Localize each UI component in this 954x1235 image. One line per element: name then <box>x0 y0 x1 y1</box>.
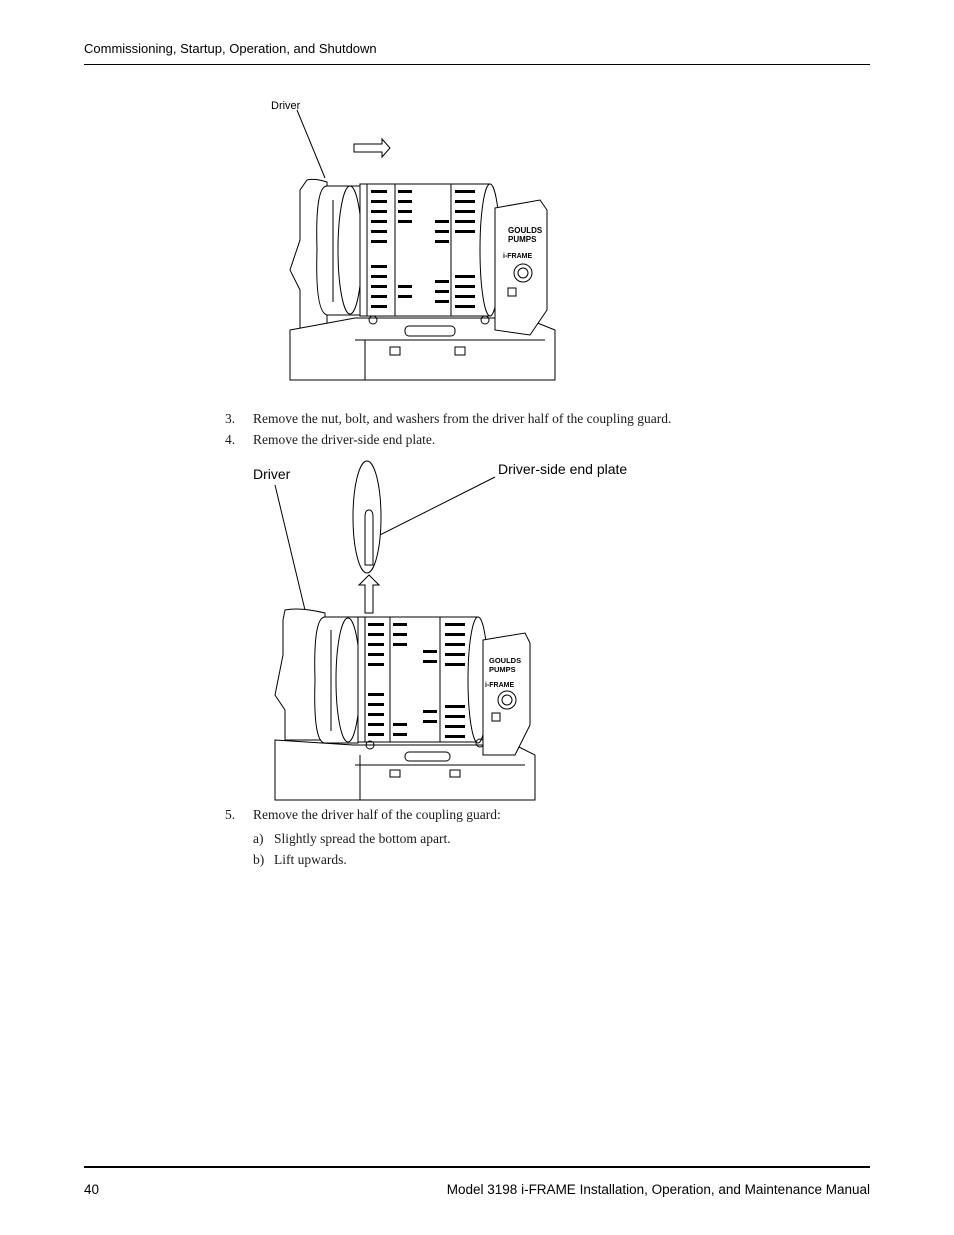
logo-text-line3: i-FRAME <box>485 682 514 689</box>
step-text: Remove the driver half of the coupling g… <box>253 807 501 822</box>
figure-coupling-guard-driver-half: Driver GOULDS PUMPS i-FRAME <box>271 100 556 381</box>
logo-text-line3: i-FRAME <box>503 253 532 260</box>
substep-text: Lift upwards. <box>274 852 347 867</box>
logo-text-line2: PUMPS <box>489 665 516 674</box>
step-text: Remove the driver-side end plate. <box>253 432 436 447</box>
footer-rule <box>84 1166 870 1168</box>
logo-text-line1: GOULDS <box>489 656 521 665</box>
label-driver-fig2: Driver <box>253 466 291 482</box>
logo-text-line1: GOULDS <box>508 226 543 235</box>
figure-driver-side-end-plate: Driver Driver-side end plate GOULDS PUMP… <box>253 460 627 801</box>
step-number: 4. <box>225 432 236 447</box>
manual-title: Model 3198 i-FRAME Installation, Operati… <box>446 1182 870 1197</box>
substep-letter: b) <box>253 852 265 867</box>
running-header: Commissioning, Startup, Operation, and S… <box>84 41 377 56</box>
page-number: 40 <box>84 1182 100 1197</box>
step-number: 5. <box>225 807 236 822</box>
substep-text: Slightly spread the bottom apart. <box>274 831 451 846</box>
step-text: Remove the nut, bolt, and washers from t… <box>253 411 672 426</box>
step-number: 3. <box>225 411 236 426</box>
label-driver-side-end-plate: Driver-side end plate <box>498 461 627 477</box>
header-rule <box>84 64 870 65</box>
substep-letter: a) <box>253 831 264 846</box>
logo-text-line2: PUMPS <box>508 235 537 244</box>
label-driver-fig1: Driver <box>271 100 301 112</box>
